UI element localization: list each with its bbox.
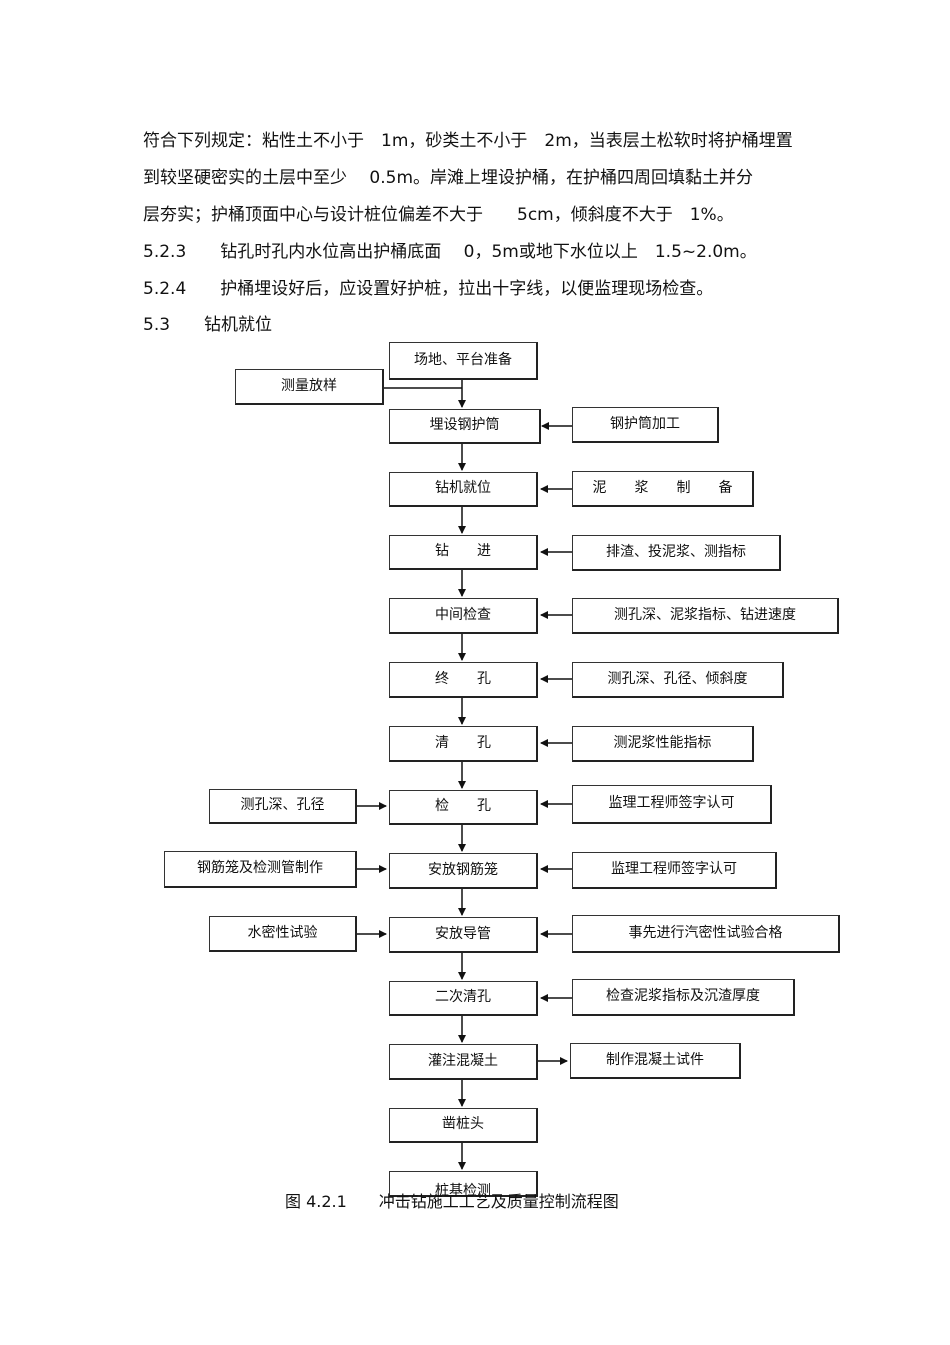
text-paragraph: 层夯实；护桶顶面中心与设计桩位偏差不大于 5cm，倾斜度不大于 1%。 xyxy=(143,205,734,225)
flow-input-airtightness-test: 事先进行汽密性试验合格 xyxy=(572,915,840,953)
flow-step-place-tremie: 安放导管 xyxy=(389,917,538,953)
flow-step-hole-inspection: 检 孔 xyxy=(389,790,538,825)
flow-step-chisel-pile-head: 凿桩头 xyxy=(389,1108,538,1143)
flow-step-pour-concrete: 灌注混凝土 xyxy=(389,1044,538,1080)
flow-step-place-rebar-cage: 安放钢筋笼 xyxy=(389,853,538,889)
flow-input-supervisor-approval: 监理工程师签字认可 xyxy=(572,852,777,889)
flow-step-rig-positioning: 钻机就位 xyxy=(389,472,538,507)
flow-step-final-hole: 终 孔 xyxy=(389,662,538,698)
text-paragraph: 符合下列规定：粘性土不小于 1m，砂类土不小于 2m，当表层土松软时将护桶埋置 xyxy=(143,131,793,151)
flow-step-hole-cleaning: 清 孔 xyxy=(389,726,538,762)
flow-step-embed-casing: 埋设钢护筒 xyxy=(389,409,541,444)
flow-input-survey-layout: 测量放样 xyxy=(235,369,384,405)
flow-input-mud-sediment-check: 检查泥浆指标及沉渣厚度 xyxy=(572,979,795,1016)
flow-step-site-preparation: 场地、平台准备 xyxy=(389,342,538,380)
flow-input-mud-preparation: 泥 浆 制 备 xyxy=(572,471,754,507)
flow-input-hole-depth-diameter: 测孔深、孔径 xyxy=(209,789,357,824)
flow-input-slag-mud-indicators: 排渣、投泥浆、测指标 xyxy=(572,535,781,571)
flow-step-second-cleaning: 二次清孔 xyxy=(389,981,538,1016)
flow-input-depth-mud-speed: 测孔深、泥浆指标、钻进速度 xyxy=(572,598,839,634)
text-paragraph: 5.2.3 钻孔时孔内水位高出护桶底面 0，5m或地下水位以上 1.5~2.0m… xyxy=(143,242,757,262)
flow-input-watertightness-test: 水密性试验 xyxy=(209,916,357,952)
flow-step-pile-testing: 桩基检测 xyxy=(389,1171,538,1199)
section-heading: 5.3 钻机就位 xyxy=(143,315,273,335)
flow-input-rebar-cage-fabrication: 钢筋笼及检测管制作 xyxy=(164,851,357,888)
flow-step-intermediate-check: 中间检查 xyxy=(389,598,538,634)
flow-input-mud-performance: 测泥浆性能指标 xyxy=(572,726,754,762)
flow-input-casing-fabrication: 钢护筒加工 xyxy=(572,407,719,443)
flow-step-drilling: 钻 进 xyxy=(389,535,538,570)
flow-input-depth-diameter-inclination: 测孔深、孔径、倾斜度 xyxy=(572,662,784,698)
flow-output-concrete-specimens: 制作混凝土试件 xyxy=(570,1043,741,1079)
text-paragraph: 到较坚硬密实的土层中至少 0.5m。岸滩上埋设护桶，在护桶四周回填黏土并分 xyxy=(143,168,753,188)
figure-caption: 图 4.2.1 冲击钻施工工艺及质量控制流程图 xyxy=(285,1192,619,1211)
text-paragraph: 5.2.4 护桶埋设好后，应设置好护桩，拉出十字线，以便监理现场检查。 xyxy=(143,279,714,299)
flow-input-supervisor-approval: 监理工程师签字认可 xyxy=(572,785,772,824)
